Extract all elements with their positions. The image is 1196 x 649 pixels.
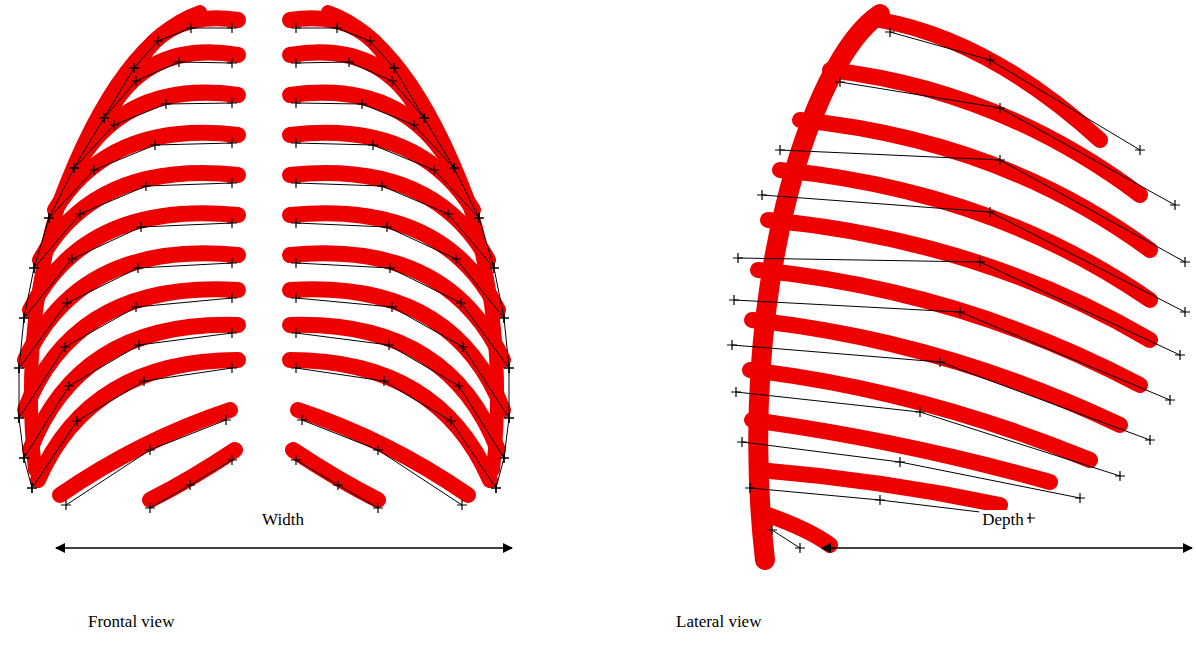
dimension-label: Depth bbox=[979, 510, 1027, 530]
frontal-ribs-mirror bbox=[290, 12, 509, 508]
view-caption: Frontal view bbox=[88, 612, 174, 632]
width-dimension bbox=[56, 547, 512, 549]
depth-dimension bbox=[822, 547, 1192, 549]
lateral-ribs bbox=[732, 14, 1185, 560]
view-caption: Lateral view bbox=[676, 612, 761, 632]
dimension-label: Width bbox=[259, 510, 307, 530]
frontal-ribs bbox=[19, 12, 238, 508]
